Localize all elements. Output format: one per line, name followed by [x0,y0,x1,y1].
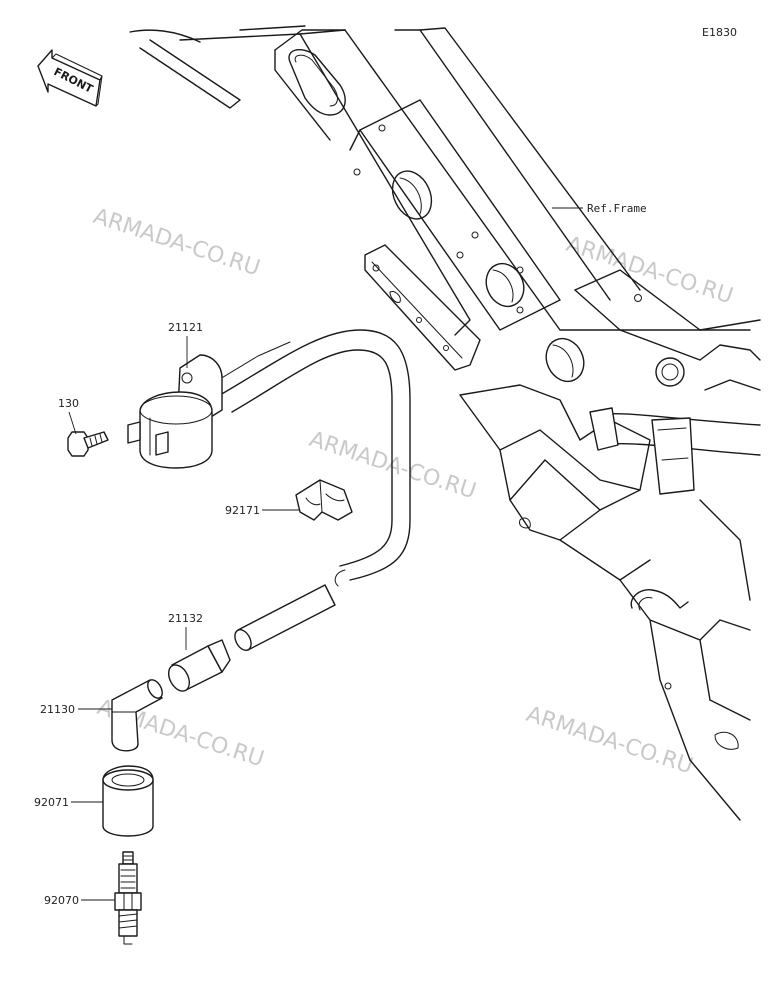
leader-130 [68,411,77,435]
spark-plug-92070[interactable] [114,851,142,945]
clamp-92171[interactable] [295,479,353,521]
diagram-code: E1830 [702,26,737,39]
ignition-coil-lead [209,329,411,587]
part-number-130: 130 [58,397,79,410]
part-number-21130: 21130 [40,703,75,716]
watermark-1: ARMADA-CO.RU [90,204,263,281]
watermarks: ARMADA-CO.RU ARMADA-CO.RU ARMADA-CO.RU A… [90,204,736,779]
ref-frame-label: Ref.Frame [587,202,647,215]
part-number-21121: 21121 [168,321,203,334]
front-direction-badge: FRONT [37,49,103,107]
part-number-92071: 92071 [34,796,69,809]
cover-92071[interactable] [102,765,154,837]
part-number-92070: 92070 [44,894,79,907]
plug-cap-21130[interactable] [111,677,165,752]
part-number-92171: 92171 [225,504,260,517]
ignition-coil-21121[interactable] [127,354,223,469]
tube-21132[interactable] [164,584,336,695]
part-number-21132: 21132 [168,612,203,625]
callouts: 21121 130 92171 21132 21130 92071 92070 [34,321,300,907]
bolt-130[interactable] [67,431,109,457]
frame [129,25,761,821]
watermark-5: ARMADA-CO.RU [523,702,696,779]
